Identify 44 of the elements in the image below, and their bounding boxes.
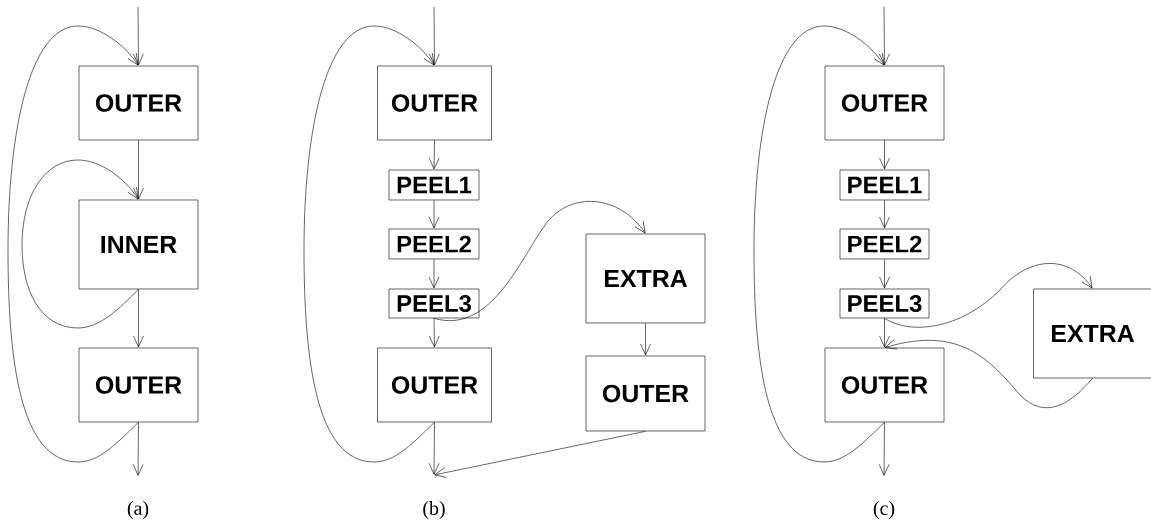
arrow <box>429 6 440 66</box>
process-box: PEEL3 <box>388 288 480 319</box>
arrow <box>428 140 440 170</box>
arrow <box>640 323 651 356</box>
process-box: EXTRA <box>1033 288 1151 379</box>
arrow <box>753 25 885 463</box>
arrow <box>21 159 139 329</box>
arrow <box>433 201 646 321</box>
process-box: PEEL2 <box>839 228 930 260</box>
process-box: OUTER <box>78 65 199 141</box>
arrow <box>428 200 440 229</box>
arrow <box>428 421 440 475</box>
arrow <box>879 200 890 229</box>
process-box: OUTER <box>377 347 492 423</box>
process-box: PEEL1 <box>388 169 480 201</box>
process-box: INNER <box>78 199 199 290</box>
arrow <box>133 289 144 348</box>
panel-label: (b) <box>423 500 445 519</box>
arrow <box>879 6 890 66</box>
arrow <box>879 318 890 348</box>
process-box: OUTER <box>377 65 492 141</box>
arrow <box>429 318 440 348</box>
process-box: OUTER <box>78 347 199 423</box>
panel-label: (c) <box>873 500 895 519</box>
process-box: OUTER <box>585 355 706 432</box>
process-box: PEEL2 <box>388 228 480 260</box>
arrow <box>884 263 1093 328</box>
process-box: PEEL3 <box>839 288 930 319</box>
arrow <box>879 140 890 170</box>
process-box: PEEL1 <box>839 169 930 201</box>
arrow <box>7 25 139 463</box>
arrow <box>878 421 890 476</box>
arrow <box>428 259 440 289</box>
process-box: EXTRA <box>585 233 706 324</box>
arrow <box>132 421 144 476</box>
process-box: OUTER <box>824 347 945 423</box>
arrow <box>884 339 1093 408</box>
arrow <box>133 140 144 200</box>
arrow <box>434 430 646 478</box>
process-box: OUTER <box>824 65 945 141</box>
arrow <box>133 6 144 66</box>
arrow <box>303 25 435 463</box>
panel-label: (a) <box>127 500 149 519</box>
arrow <box>879 259 890 289</box>
